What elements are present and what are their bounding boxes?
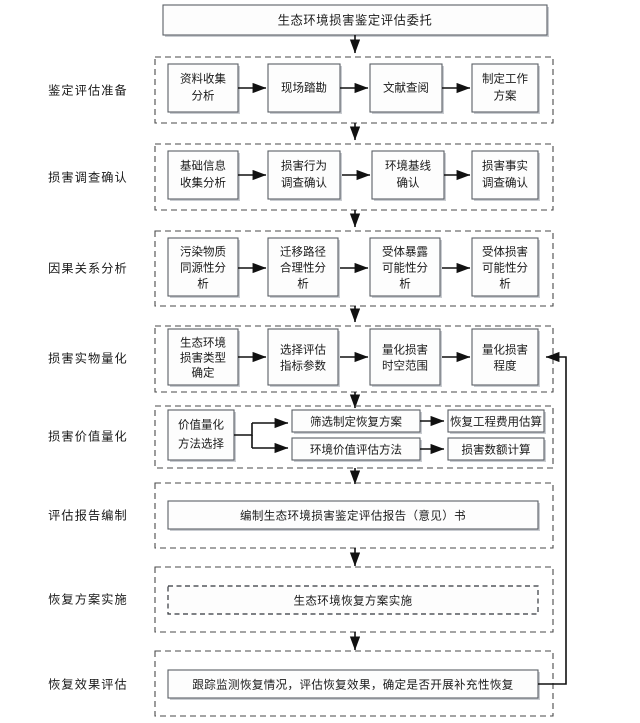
node-investigate-2: 损害行为 调查确认 <box>267 150 342 201</box>
node-physical-1: 生态环境 损害类型 确定 <box>167 328 240 387</box>
node-text: 文献查阅 <box>383 81 429 95</box>
node-text: 时空范围 <box>382 359 428 373</box>
node-text: 调查确认 <box>281 176 327 190</box>
node-text: 损害数额计算 <box>462 443 531 457</box>
node-report: 编制生态环境损害鉴定评估报告（意见）书 <box>167 500 540 531</box>
stage-label-report: 评估报告编制 <box>48 508 128 523</box>
node-text: 析 <box>197 277 209 291</box>
node-prep-3: 文献查阅 <box>369 63 444 114</box>
node-text: 程度 <box>494 359 517 373</box>
node-investigate-3: 环境基线 确认 <box>371 150 446 201</box>
node-prep-4: 制定工作 方案 <box>471 63 540 114</box>
node-text: 污染物质 <box>180 245 226 259</box>
node-text: 基础信息 <box>180 159 226 173</box>
group-restore <box>154 566 554 633</box>
node-text: 现场踏勘 <box>281 81 327 95</box>
node-causal-4: 受体损害 可能性分 析 <box>471 237 540 298</box>
node-text: 编制生态环境损害鉴定评估报告（意见）书 <box>240 509 466 523</box>
node-text: 方案 <box>494 89 517 103</box>
node-text: 损害行为 <box>281 159 327 173</box>
title-text: 生态环境损害鉴定评估委托 <box>278 13 433 28</box>
node-text: 确定 <box>192 366 215 380</box>
stage-label-physical: 损害实物量化 <box>48 351 128 366</box>
node-text: 选择评估 <box>280 343 326 357</box>
node-text: 分析 <box>192 89 215 103</box>
node-text: 析 <box>499 277 511 291</box>
node-text: 跟踪监测恢复情况，评估恢复效果，确定是否开展补充性恢复 <box>192 678 513 692</box>
stage-label-effect: 恢复效果评估 <box>48 677 128 692</box>
node-value-source: 价值量化 方法选择 <box>167 409 236 462</box>
node-text: 同源性分 <box>180 261 226 275</box>
node-text: 方法选择 <box>178 437 224 451</box>
node-text: 析 <box>399 277 411 291</box>
node-restore: 生态环境恢复方案实施 <box>167 585 539 615</box>
stage-label-restore: 恢复方案实施 <box>48 592 128 607</box>
node-value-branch-1-mid: 筛选制定恢复方案 <box>291 409 422 434</box>
node-text: 环境基线 <box>385 159 431 173</box>
node-text: 损害事实 <box>482 159 528 173</box>
node-text: 合理性分 <box>280 261 326 275</box>
node-text: 确认 <box>397 176 420 190</box>
node-text: 资料收集 <box>180 72 226 86</box>
node-prep-1: 资料收集 分析 <box>167 63 240 114</box>
node-text: 恢复工程费用估算 <box>450 415 542 429</box>
node-physical-3: 量化损害 时空范围 <box>369 328 442 387</box>
node-value-branch-2-mid: 环境价值评估方法 <box>291 437 422 462</box>
title-box: 生态环境损害鉴定评估委托 <box>162 4 549 37</box>
node-physical-4: 量化损害 程度 <box>471 328 540 387</box>
connector-branch-split-top <box>234 423 253 436</box>
node-text: 量化损害 <box>482 343 528 357</box>
node-causal-1: 污染物质 同源性分 析 <box>167 237 240 298</box>
node-text: 筛选制定恢复方案 <box>310 415 402 429</box>
group-report <box>154 482 554 549</box>
node-investigate-1: 基础信息 收集分析 <box>167 150 240 201</box>
node-investigate-4: 损害事实 调查确认 <box>471 150 540 201</box>
stage-label-value: 损害价值量化 <box>48 429 128 444</box>
node-text: 可能性分 <box>482 261 528 275</box>
node-text: 受体暴露 <box>382 245 428 259</box>
node-value-branch-2-end: 损害数额计算 <box>447 437 546 462</box>
node-text: 生态环境恢复方案实施 <box>294 594 413 608</box>
node-text: 生态环境 <box>180 336 226 350</box>
group-investigate <box>154 143 554 211</box>
node-text: 可能性分 <box>382 261 428 275</box>
group-prep <box>154 56 554 124</box>
node-text: 迁移路径 <box>280 245 326 259</box>
node-text: 调查确认 <box>482 176 528 190</box>
node-physical-2: 选择评估 指标参数 <box>267 328 340 387</box>
node-text: 环境价值评估方法 <box>310 443 402 457</box>
node-effect: 跟踪监测恢复情况，评估恢复效果，确定是否开展补充性恢复 <box>167 669 540 700</box>
node-text: 量化损害 <box>382 343 428 357</box>
node-text: 析 <box>297 277 309 291</box>
node-text: 损害类型 <box>180 351 226 365</box>
stage-label-causal: 因果关系分析 <box>48 262 128 276</box>
node-causal-2: 迁移路径 合理性分 析 <box>267 237 340 298</box>
stage-label-investigate: 损害调查确认 <box>48 170 128 185</box>
connector-feedback-loop <box>538 351 567 685</box>
node-text: 制定工作 <box>482 72 528 86</box>
node-causal-3: 受体暴露 可能性分 析 <box>369 237 442 298</box>
node-prep-2: 现场踏勘 <box>267 63 342 114</box>
node-text: 受体损害 <box>482 245 528 259</box>
node-text: 指标参数 <box>280 359 326 373</box>
stage-label-prep: 鉴定评估准备 <box>48 83 128 98</box>
node-text: 收集分析 <box>180 176 226 190</box>
node-text: 价值量化 <box>178 418 224 432</box>
group-causal <box>154 230 554 307</box>
node-value-branch-1-end: 恢复工程费用估算 <box>447 409 546 434</box>
